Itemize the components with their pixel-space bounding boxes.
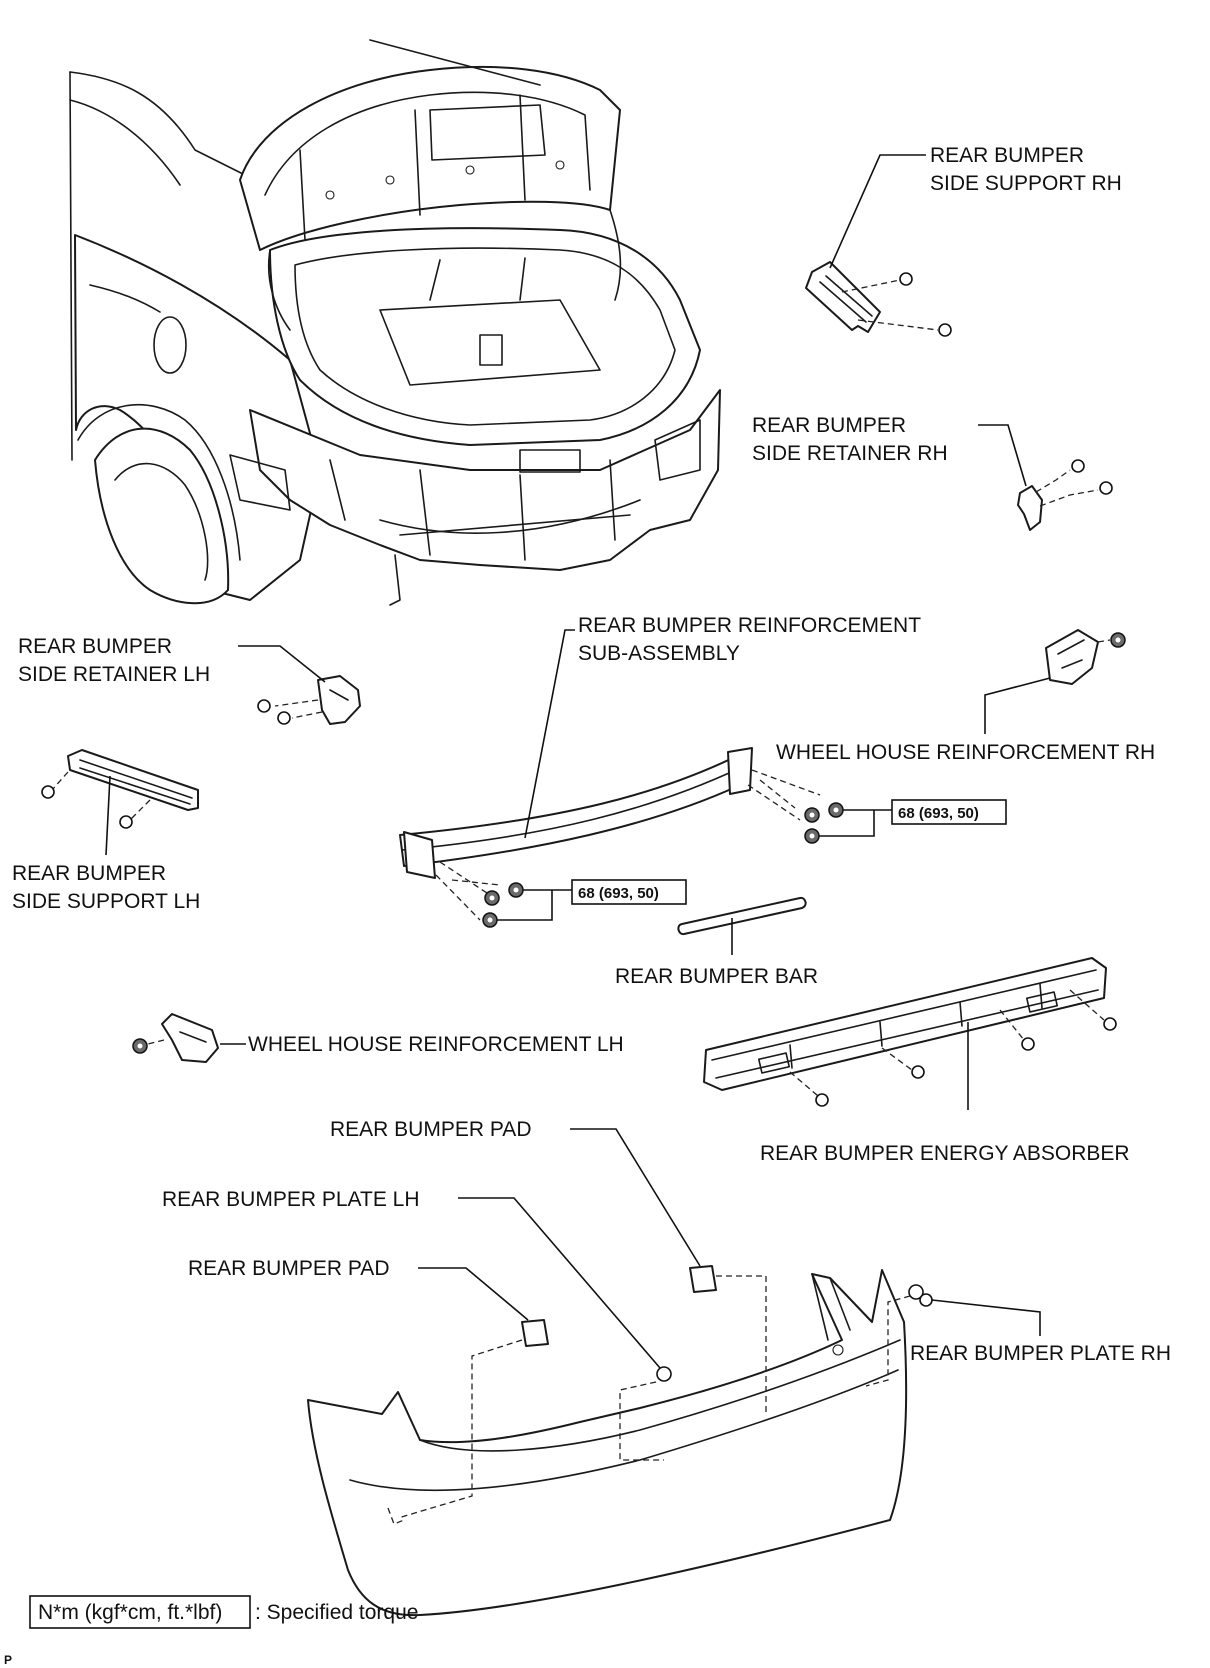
side-retainer-rh-part	[1017, 469, 1099, 531]
reinforcement-label: REAR BUMPER REINFORCEMENT SUB-ASSEMBLY	[578, 614, 927, 665]
wheel-house-lh-label: WHEEL HOUSE REINFORCEMENT LH	[248, 1033, 624, 1056]
legend-unit-text: N*m (kgf*cm, ft.*lbf)	[38, 1601, 222, 1624]
torque-box-lh	[571, 879, 687, 905]
side-support-lh-part	[51, 749, 199, 821]
torque-value-lh: 68 (693, 50)	[578, 885, 659, 902]
corner-mark: P	[4, 1653, 12, 1667]
bumper-pad-lower-leader	[418, 1267, 529, 1321]
torque-value-rh: 68 (693, 50)	[898, 805, 979, 822]
wheel-house-rh-leader	[984, 677, 1051, 734]
side-retainer-lh-part	[274, 675, 361, 725]
side-support-rh-label: REAR BUMPER SIDE SUPPORT RH	[930, 144, 1122, 195]
bumper-pad-upper-leader	[570, 1128, 701, 1267]
bumper-bar-part	[677, 896, 807, 936]
wheel-house-rh-label: WHEEL HOUSE REINFORCEMENT RH	[776, 741, 1155, 764]
legend-description: : Specified torque	[255, 1601, 418, 1624]
side-retainer-lh-label: REAR BUMPER SIDE RETAINER LH	[18, 635, 210, 686]
car-body-illustration	[69, 39, 721, 606]
bumper-plate-lh-leader	[458, 1197, 661, 1369]
side-retainer-rh-bolt	[1071, 459, 1113, 495]
bumper-plate-lh-label: REAR BUMPER PLATE LH	[162, 1188, 420, 1211]
reinforcement-nut	[482, 802, 844, 928]
bumper-bar-label: REAR BUMPER BAR	[615, 965, 818, 988]
side-support-rh-leader	[829, 154, 926, 269]
torque-box-rh	[891, 799, 1007, 825]
side-support-rh-bolt	[899, 272, 952, 337]
bumper-pad-upper-label: REAR BUMPER PAD	[330, 1118, 531, 1141]
energy-absorber-label: REAR BUMPER ENERGY ABSORBER	[760, 1142, 1130, 1165]
reinforcement-leader	[524, 629, 575, 839]
bumper-cover-part	[307, 1269, 908, 1617]
side-retainer-lh-leader	[238, 645, 326, 683]
side-retainer-rh-label: REAR BUMPER SIDE RETAINER RH	[752, 414, 948, 465]
reinforcement-sub-assembly-part	[399, 747, 821, 921]
bumper-plate-rh-part	[865, 1284, 933, 1387]
energy-absorber-bolt	[815, 1017, 1117, 1107]
side-support-lh-label: REAR BUMPER SIDE SUPPORT LH	[12, 862, 200, 913]
bumper-plate-lh-part	[619, 1366, 672, 1461]
side-support-lh-leader	[105, 775, 111, 856]
bumper-plate-rh-leader	[931, 1299, 1041, 1336]
energy-absorber-part	[703, 957, 1107, 1097]
torque-bracket-lh	[497, 889, 572, 921]
bumper-pad-upper-part	[689, 1265, 767, 1415]
bumper-plate-rh-label: REAR BUMPER PLATE RH	[910, 1342, 1171, 1365]
side-retainer-rh-leader	[978, 424, 1027, 487]
side-support-rh-part	[805, 261, 939, 333]
wheel-house-rh-part	[1045, 629, 1111, 685]
side-retainer-lh-bolt	[257, 699, 291, 725]
legend-unit-box	[29, 1595, 251, 1629]
bumper-pad-lower-part	[387, 1319, 549, 1525]
wheel-house-rh-nut	[1110, 632, 1126, 648]
wheel-house-lh-part	[147, 1013, 219, 1063]
torque-bracket-rh	[819, 809, 892, 837]
side-support-lh-bolt	[41, 785, 133, 829]
bumper-pad-lower-label: REAR BUMPER PAD	[188, 1257, 389, 1280]
wheel-house-lh-nut	[132, 1038, 148, 1054]
